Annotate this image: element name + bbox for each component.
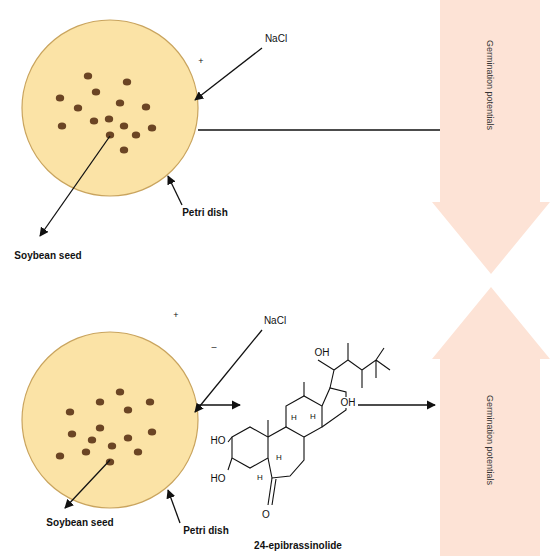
soybean-seed: [92, 88, 100, 95]
soybean-seed: [108, 442, 116, 449]
soybean-seed: [106, 458, 114, 465]
part-label: Petri dish: [183, 525, 229, 536]
atom-label: H: [290, 414, 298, 423]
sign: +: [173, 311, 178, 321]
soybean-seed: [148, 124, 156, 131]
soybean-seed: [116, 388, 124, 395]
arrow-label: Germination potentials: [485, 40, 495, 130]
seeds: [56, 388, 156, 465]
arrow-label: Germination potentials: [485, 395, 495, 485]
leader-line: [168, 176, 182, 205]
arrow-fill: [432, 0, 550, 274]
big-arrow: Germination potentials: [430, 287, 552, 556]
soybean-seed: [142, 103, 150, 110]
reagent-label: NaCl: [265, 33, 287, 44]
atom-label: H: [256, 474, 264, 483]
chemical-structure: [228, 343, 390, 505]
petri-dish: [22, 20, 198, 196]
soybean-seed: [148, 428, 156, 435]
atom-label: H: [275, 454, 283, 463]
soybean-seed: [90, 117, 98, 124]
atom-label: OH: [314, 347, 331, 358]
soybean-seed: [96, 424, 104, 431]
soybean-seed: [120, 146, 128, 153]
petri-dish: [22, 332, 198, 508]
soybean-seed: [123, 78, 131, 85]
soybean-seed: [82, 448, 90, 455]
atom-label: O: [261, 509, 271, 520]
leader-line: [40, 136, 110, 236]
part-label: Soybean seed: [46, 517, 113, 528]
soybean-seed: [124, 406, 132, 413]
atom-label: H: [309, 413, 317, 422]
soybean-seed: [88, 436, 96, 443]
sign: –: [211, 343, 216, 353]
compound-name: 24-epibrassinolide: [254, 540, 342, 551]
soybean-seed: [116, 99, 124, 106]
atom-label: HO: [210, 473, 227, 484]
soybean-seed: [96, 398, 104, 405]
reagent-label: NaCl: [264, 315, 286, 326]
leader-line: [195, 330, 262, 412]
soybean-seed: [74, 104, 82, 111]
atom-label: HO: [210, 435, 227, 446]
soybean-seed: [66, 408, 74, 415]
atom-label: OH: [340, 397, 357, 408]
soybean-seed: [56, 94, 64, 101]
soybean-seed: [134, 448, 142, 455]
soybean-seed: [68, 430, 76, 437]
soybean-seed: [106, 131, 114, 138]
leader-line: [195, 48, 262, 100]
soybean-seed: [84, 72, 92, 79]
part-label: Petri dish: [182, 207, 228, 218]
soybean-seed: [120, 122, 128, 129]
soybean-seed: [105, 115, 113, 122]
flow-arrow: [358, 404, 435, 405]
soybean-seed: [58, 122, 66, 129]
sign: +: [198, 57, 203, 67]
soybean-seed: [146, 398, 154, 405]
flow-arrow: [198, 129, 470, 130]
leader-line: [168, 490, 180, 523]
flow-arrow: [198, 404, 240, 405]
part-label: Soybean seed: [14, 250, 81, 261]
leader-line: [65, 460, 110, 508]
soybean-seed: [56, 452, 64, 459]
soybean-seed: [132, 131, 140, 138]
arrow-fill: [432, 287, 550, 556]
big-arrow: Germination potentials: [430, 0, 552, 274]
soybean-seed: [124, 434, 132, 441]
